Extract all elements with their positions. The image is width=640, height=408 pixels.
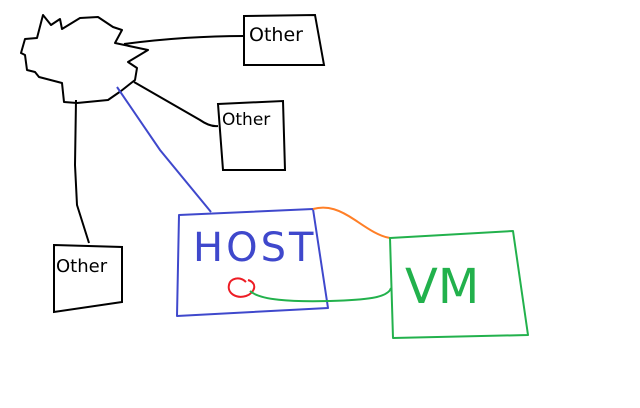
vm-node-label: VM: [405, 259, 479, 315]
vm-node: VM: [389, 230, 529, 339]
other-node-top-label: Other: [249, 24, 303, 46]
cloud-node: [20, 14, 149, 104]
other-node-top: Other: [243, 13, 326, 66]
edge-cloud-other-middle: [133, 81, 219, 128]
edge-cloud-other-left: [73, 99, 90, 244]
other-node-middle: Other: [216, 99, 287, 171]
other-node-middle-label: Other: [222, 110, 270, 130]
other-node-left: Other: [53, 243, 123, 314]
edge-cloud-host: [116, 86, 212, 213]
edge-cloud-other-top: [123, 35, 245, 45]
host-port-circle: [227, 277, 256, 298]
host-node: HOST: [176, 208, 329, 317]
other-node-left-label: Other: [56, 256, 108, 277]
edge-host-vm-orange: [312, 206, 391, 239]
edge-port-vm-green: [249, 287, 392, 303]
host-node-label: HOST: [193, 225, 316, 271]
